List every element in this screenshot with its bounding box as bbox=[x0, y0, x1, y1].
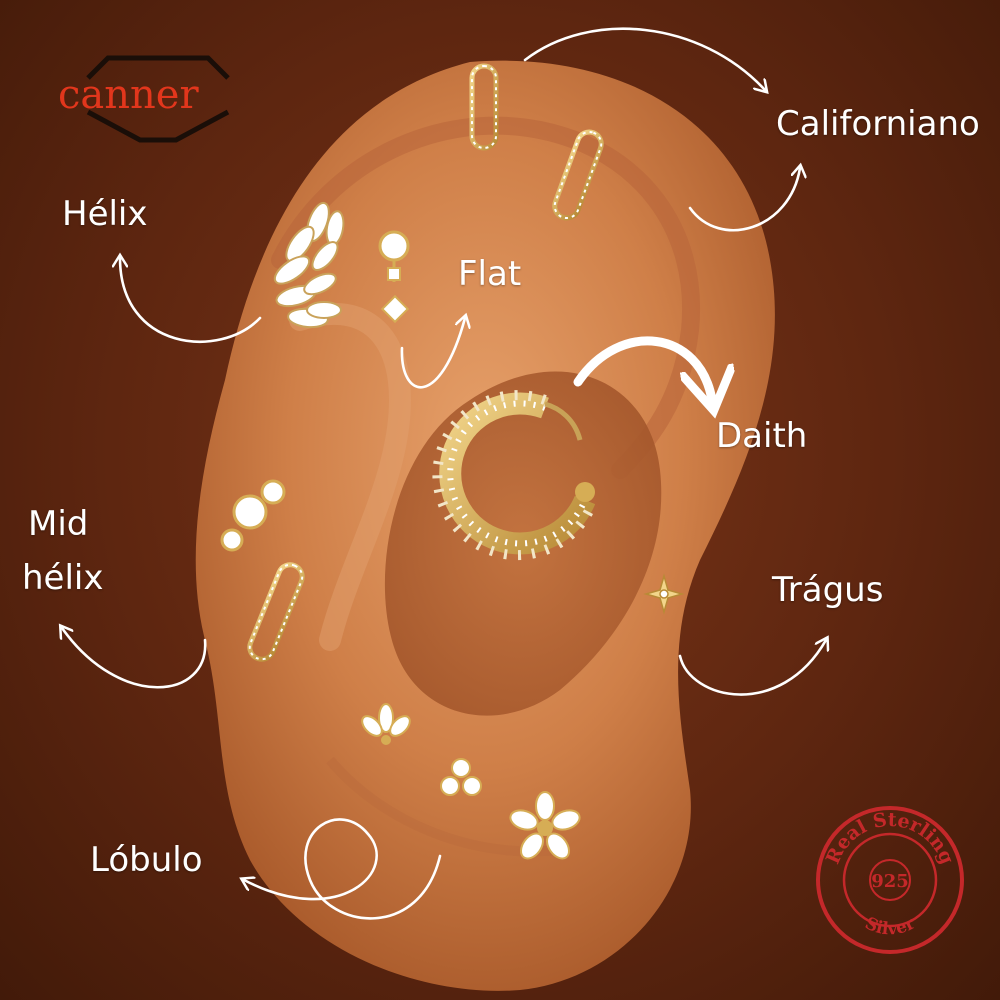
stamp-center-text: 925 bbox=[871, 871, 909, 892]
daith-spiked-hoop bbox=[432, 390, 597, 561]
label-lobulo: Lóbulo bbox=[90, 840, 203, 880]
canner-logo-emblem bbox=[86, 55, 230, 143]
stamp-bottom-text: Silver bbox=[862, 913, 920, 940]
label-californiano: Californiano bbox=[776, 104, 980, 144]
californiano-hoop-1 bbox=[469, 63, 499, 151]
arrow-tragus bbox=[678, 640, 826, 696]
label-tragus: Trágus bbox=[772, 570, 884, 610]
lobe-flower-stud bbox=[509, 791, 581, 860]
label-flat: Flat bbox=[458, 254, 522, 294]
label-helix: Hélix bbox=[62, 194, 148, 234]
arrow-helix bbox=[120, 258, 262, 344]
lobe-trinity-stud bbox=[440, 758, 482, 796]
label-mid-helix-line2: hélix bbox=[22, 558, 104, 598]
arrow-daith bbox=[573, 336, 712, 400]
californiano-hoop-2 bbox=[552, 129, 604, 221]
sterling-silver-stamp bbox=[816, 806, 964, 954]
antihelix bbox=[289, 302, 412, 651]
arrow-californiano-side bbox=[688, 168, 800, 232]
mid-helix-stud bbox=[220, 479, 286, 552]
lobe-lotus-stud bbox=[361, 703, 411, 745]
mid-helix-hoop bbox=[247, 562, 305, 662]
helix-fold bbox=[271, 116, 701, 479]
arrow-flat bbox=[400, 318, 465, 389]
label-daith: Daith bbox=[716, 416, 808, 456]
stamp-top-text: Real Sterling bbox=[822, 809, 958, 868]
arrow-mid-helix bbox=[62, 628, 207, 689]
arrow-californiano-top bbox=[523, 27, 765, 90]
brand-logo-text: canner bbox=[58, 72, 199, 118]
tragus-star-stud bbox=[643, 573, 685, 615]
label-mid-helix-line1: Mid bbox=[28, 504, 89, 544]
helix-climber bbox=[273, 201, 345, 329]
arrow-lobulo bbox=[244, 818, 442, 920]
flat-dangle-stud bbox=[378, 230, 410, 324]
